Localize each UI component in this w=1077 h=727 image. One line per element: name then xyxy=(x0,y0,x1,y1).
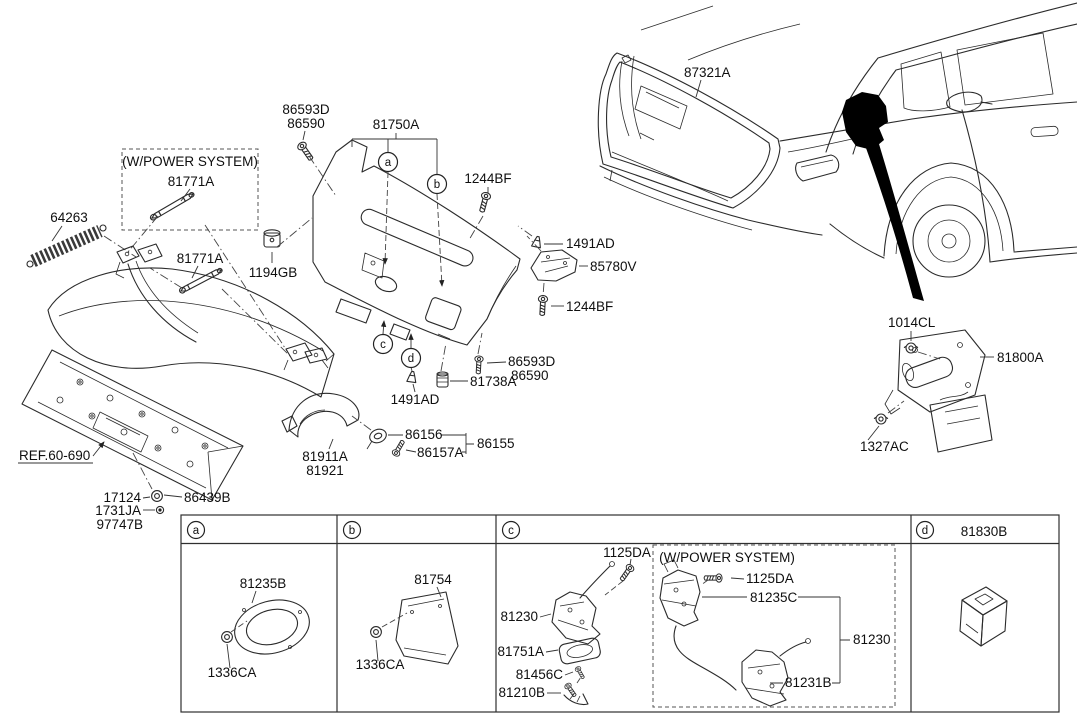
blacked-out-region xyxy=(842,92,924,301)
label-86157a: 86157A xyxy=(417,445,464,460)
callout-d-letter: d xyxy=(408,353,414,365)
label-1491ad-mid: 1491AD xyxy=(391,392,440,407)
label-81231b: 81231B xyxy=(785,675,832,690)
opener-switch-85780v-drawing xyxy=(526,235,588,297)
latch-assembly-81800a-drawing xyxy=(884,329,994,453)
label-81230-power: 81230 xyxy=(853,632,891,647)
bushing-1194gb-drawing xyxy=(263,217,313,263)
table-callout-c-letter: c xyxy=(508,525,514,537)
label-1731ja: 1731JA xyxy=(95,503,141,518)
label-1014cl: 1014CL xyxy=(888,315,936,330)
weatherstrip-leader xyxy=(695,79,702,98)
label-81771a: 81771A xyxy=(177,251,224,266)
clip-1491ad-right-drawing xyxy=(517,225,563,249)
table-callout-a: a xyxy=(186,520,206,540)
label-81830b-header: 81830B xyxy=(961,524,1008,539)
trim-panel-label-bracket xyxy=(351,133,445,372)
bumper-stopper-81738a-drawing xyxy=(436,342,468,388)
callout-c-letter: c xyxy=(380,339,386,351)
hinge-arm-81911a-drawing xyxy=(281,392,360,450)
label-81738a: 81738A xyxy=(470,374,517,389)
label-64263: 64263 xyxy=(50,210,88,225)
label-86590-top: 86590 xyxy=(287,116,325,131)
label-1336ca-a: 1336CA xyxy=(208,665,257,680)
label-97747b: 97747B xyxy=(96,517,143,532)
table-callout-a-letter: a xyxy=(193,525,200,537)
label-86156: 86156 xyxy=(405,427,443,442)
label-86155: 86155 xyxy=(477,436,515,451)
ref-60-690-pointer xyxy=(18,441,105,464)
label-1194gb: 1194GB xyxy=(249,265,298,280)
label-81800a: 81800A xyxy=(997,350,1044,365)
stopper-86156-drawing xyxy=(351,415,387,450)
label-81230-c: 81230 xyxy=(500,609,538,624)
table-cell-b-drawing xyxy=(370,586,459,665)
table-callout-d-letter: d xyxy=(922,525,928,537)
label-1327ac: 1327AC xyxy=(860,439,909,454)
callout-a: a xyxy=(377,151,399,173)
bolt-1244bf-right-drawing xyxy=(536,294,564,317)
label-power-system-box: (W/POWER SYSTEM) xyxy=(122,154,258,169)
label-1125da-c: 1125DA xyxy=(603,545,651,560)
bolt-1244bf-top-drawing xyxy=(468,187,492,241)
hinge-left-bracket-drawing xyxy=(115,243,199,343)
table-cell-a-drawing xyxy=(221,590,310,669)
label-81754: 81754 xyxy=(414,572,452,587)
spring-leaders xyxy=(51,225,137,258)
label-81771a-power: 81771A xyxy=(168,174,215,189)
label-1125da-power: 1125DA xyxy=(746,571,794,586)
table-cell-c-drawing xyxy=(539,558,636,706)
label-81921: 81921 xyxy=(306,463,344,478)
label-17124: 17124 xyxy=(103,490,141,505)
nut-1327ac-drawing xyxy=(867,400,905,441)
label-81751a: 81751A xyxy=(497,644,544,659)
label-81235c: 81235C xyxy=(750,590,798,605)
grommet-17124-drawing xyxy=(132,452,183,502)
label-1491ad-right: 1491AD xyxy=(566,236,615,251)
table-callout-b: b xyxy=(342,520,362,540)
label-81911a: 81911A xyxy=(302,449,348,464)
label-86593d-mid: 86593D xyxy=(508,354,556,369)
table-callout-b-letter: b xyxy=(349,525,355,537)
callout-c: c xyxy=(372,333,394,355)
label-1336ca-b: 1336CA xyxy=(356,657,405,672)
trunk-lid-inner-panel-drawing xyxy=(21,349,244,501)
hinge-right-bracket-drawing xyxy=(283,342,329,371)
bolt-86593d-top-drawing xyxy=(295,130,337,197)
label-87321a: 87321A xyxy=(684,65,731,80)
table-cell-d-drawing xyxy=(959,586,1008,647)
label-81750a: 81750A xyxy=(373,117,420,132)
stopper-group-bracket xyxy=(388,433,474,454)
callout-a-letter: a xyxy=(385,157,392,169)
bolt-86593d-mid-drawing xyxy=(473,332,507,375)
label-1244bf-top: 1244BF xyxy=(464,171,511,186)
strut-81771a-drawing xyxy=(149,224,292,358)
parts-table xyxy=(180,514,1060,713)
label-81235b: 81235B xyxy=(240,576,287,591)
label-86593d-top: 86593D xyxy=(282,102,330,117)
label-81210b: 81210B xyxy=(498,685,545,700)
label-power-system-box-c: (W/POWER SYSTEM) xyxy=(659,550,795,565)
nut-1014cl-drawing xyxy=(903,331,941,360)
table-cell-c-power-box xyxy=(652,544,896,708)
callout-b: b xyxy=(426,173,448,195)
torsion-spring-64263-drawing xyxy=(26,224,107,268)
callout-b-letter: b xyxy=(434,179,440,191)
label-85780v: 85780V xyxy=(590,259,637,274)
clip-1491ad-mid-drawing xyxy=(406,370,418,393)
label-86439b: 86439B xyxy=(184,490,231,505)
clip-1731ja-drawing xyxy=(143,505,165,515)
label-86590-mid: 86590 xyxy=(511,368,549,383)
trim-panel-81750a-drawing xyxy=(312,139,521,346)
label-1244bf-right: 1244BF xyxy=(566,299,613,314)
table-callout-c: c xyxy=(501,520,521,540)
table-callout-d: d xyxy=(915,520,935,540)
car-rear-drawing xyxy=(597,2,1077,278)
callout-d: d xyxy=(400,347,422,369)
label-ref-60-690: REF.60-690 xyxy=(19,448,90,463)
label-81456c: 81456C xyxy=(516,667,564,682)
